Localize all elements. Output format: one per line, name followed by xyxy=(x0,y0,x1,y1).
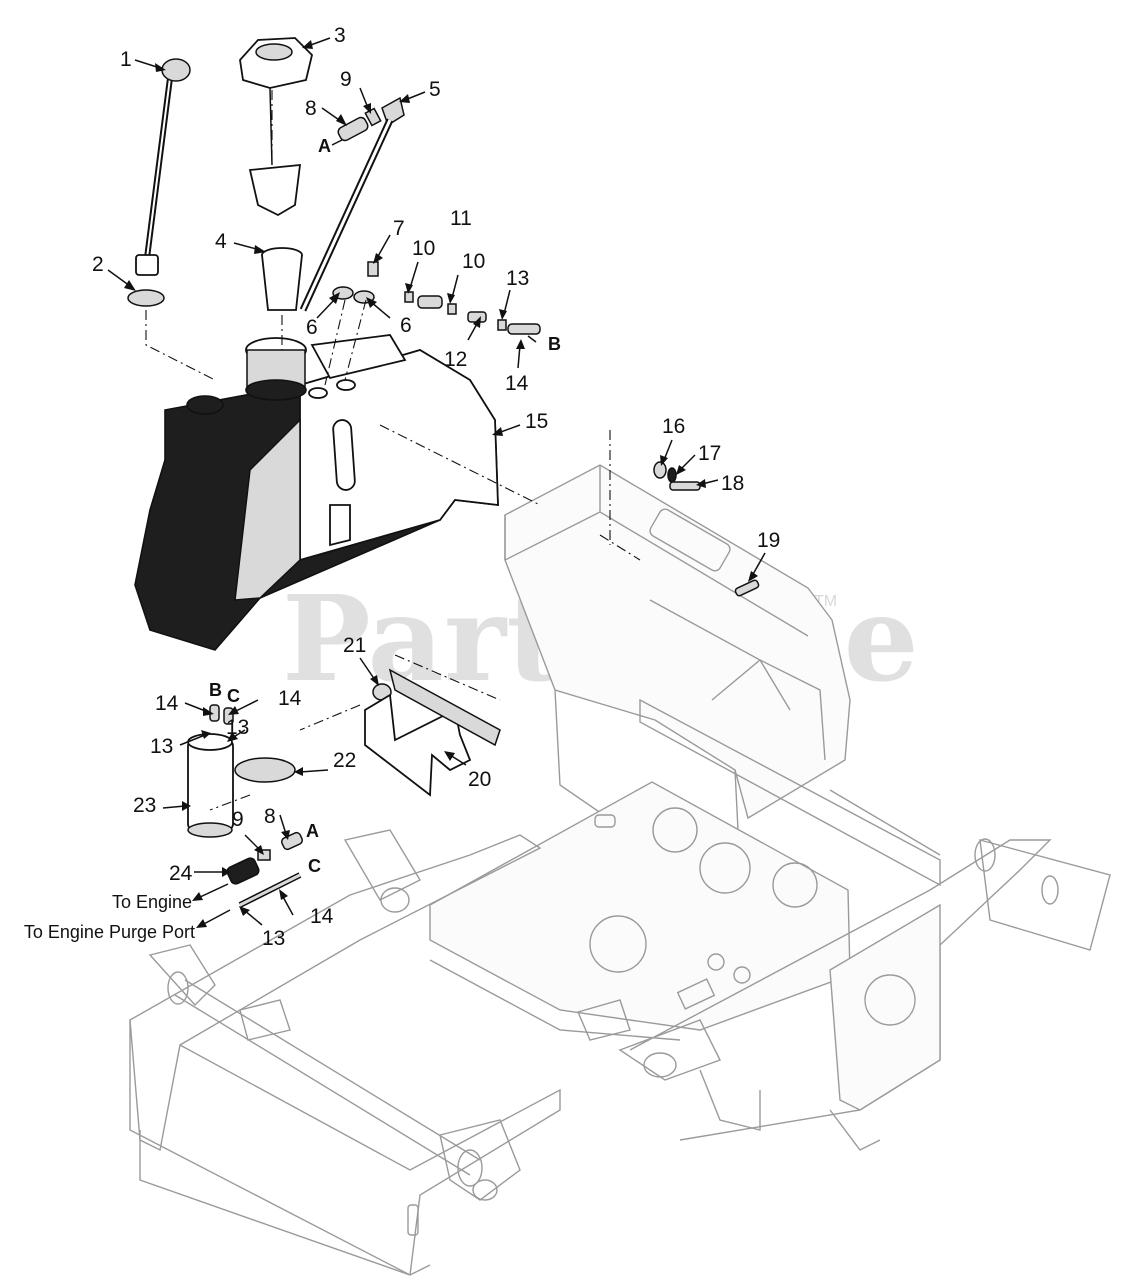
callout-17: 17 xyxy=(698,442,721,465)
vent-valve-tube xyxy=(299,96,405,312)
callout-14d: 14 xyxy=(310,905,334,928)
chassis-frame xyxy=(129,464,1111,1276)
callout-24: 24 xyxy=(169,862,193,885)
callout-13d: 13 xyxy=(262,927,285,950)
callout-22: 22 xyxy=(333,749,356,772)
bracket-flange xyxy=(388,668,501,747)
fuel-tank xyxy=(134,334,499,651)
note-to-engine: To Engine xyxy=(112,892,192,912)
callout-4: 4 xyxy=(215,230,227,253)
callout-11: 11 xyxy=(450,207,472,230)
callout-10a: 10 xyxy=(412,237,435,260)
filler-strainer xyxy=(261,247,303,311)
fuel-line xyxy=(507,323,541,335)
callout-18: 18 xyxy=(721,472,744,495)
lock-washer xyxy=(667,467,677,483)
callout-13b: 13 xyxy=(226,716,249,739)
callout-1: 1 xyxy=(120,48,132,71)
leader-arrows xyxy=(107,37,766,928)
callout-8b: 8 xyxy=(264,805,276,828)
inline-fuel-filter xyxy=(226,857,260,885)
screw xyxy=(734,579,760,597)
letter-b-right: B xyxy=(548,334,561,354)
fuel-cap xyxy=(239,37,313,217)
callout-13c: 13 xyxy=(150,735,173,758)
callout-13a: 13 xyxy=(506,267,529,290)
grommet xyxy=(127,289,165,307)
callout-12: 12 xyxy=(444,348,467,371)
callout-9a: 9 xyxy=(340,68,352,91)
callout-19: 19 xyxy=(757,529,780,552)
carbon-canister xyxy=(187,733,234,838)
fitting xyxy=(367,261,379,277)
band-clamp xyxy=(234,757,296,783)
callout-14b: 14 xyxy=(155,692,179,715)
letter-b-filter: B xyxy=(209,680,222,700)
callout-14c: 14 xyxy=(278,687,302,710)
connection-letters: A B B C A C xyxy=(209,136,561,876)
callout-8a: 8 xyxy=(305,97,317,120)
callout-6a: 6 xyxy=(306,316,318,339)
callout-14a: 14 xyxy=(505,372,529,395)
callout-21: 21 xyxy=(343,634,366,657)
note-to-purge-port: To Engine Purge Port xyxy=(24,922,195,942)
letter-c-lower: C xyxy=(308,856,321,876)
hose-clamp xyxy=(447,303,457,315)
letter-c-filter: C xyxy=(227,686,240,706)
fuel-line xyxy=(417,295,443,309)
callout-10b: 10 xyxy=(462,250,485,273)
fuel-hose-a xyxy=(337,116,369,142)
callout-20: 20 xyxy=(468,768,491,791)
callout-2: 2 xyxy=(92,253,104,276)
hose-clamp xyxy=(404,291,414,303)
washer xyxy=(653,461,667,479)
callout-7: 7 xyxy=(393,217,405,240)
callout-3: 3 xyxy=(334,24,346,47)
assembly-lines xyxy=(145,90,641,811)
callout-6b: 6 xyxy=(400,314,412,337)
callout-15: 15 xyxy=(525,410,548,433)
callout-23: 23 xyxy=(133,794,156,817)
letter-a-top: A xyxy=(318,136,331,156)
filter-bracket xyxy=(364,693,472,797)
hose-clamp xyxy=(497,319,507,331)
callout-5: 5 xyxy=(429,78,441,101)
fuel-sender xyxy=(135,58,191,276)
letter-a-lower: A xyxy=(306,821,319,841)
bolt xyxy=(669,481,701,491)
callout-9b: 9 xyxy=(232,808,244,831)
callout-16: 16 xyxy=(662,415,685,438)
callout-labels: 1 2 3 4 5 6 6 7 8 8 9 9 10 10 11 12 13 1… xyxy=(92,24,780,950)
